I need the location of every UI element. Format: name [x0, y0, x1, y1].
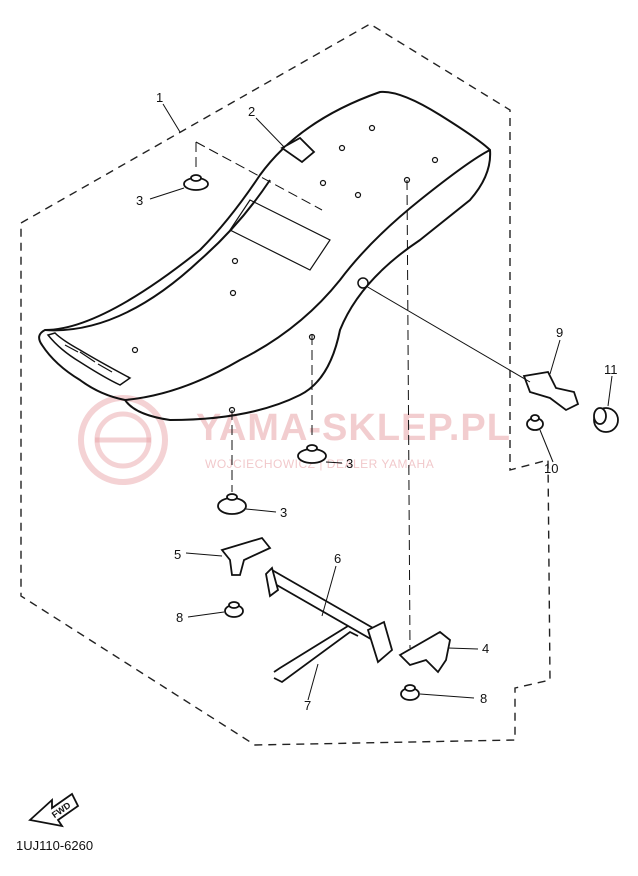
callout-damper-mid: 3	[346, 456, 353, 471]
callout-bolt-left: 8	[176, 610, 183, 625]
watermark-logo-outer	[78, 395, 168, 485]
bracket-left	[220, 536, 272, 576]
assembly-boundary	[20, 23, 551, 746]
damper-mid	[297, 444, 327, 464]
watermark-title: YAMA-SKLEP.PL	[196, 407, 511, 449]
bolt-left	[224, 601, 244, 618]
seat-tab	[280, 136, 316, 164]
seat-outline	[38, 90, 492, 422]
callout-cap: 11	[604, 362, 618, 377]
callout-rod: 6	[334, 551, 341, 566]
bolt-right	[400, 684, 420, 701]
callout-bolt-right: 8	[480, 691, 487, 706]
callout-bracket-right: 4	[482, 641, 489, 656]
seat-side-edge	[124, 149, 491, 401]
watermark-subtitle: WOJCIECHOWICZ | DEALER YAMAHA	[205, 457, 434, 471]
fwd-arrow-icon: FWD	[28, 792, 80, 828]
seat-grip	[46, 332, 132, 386]
callout-tab: 2	[248, 104, 255, 119]
seat-lock-hole	[357, 277, 369, 289]
callout-seat: 1	[156, 90, 163, 105]
callout-nut: 10	[544, 461, 558, 476]
diagram-code: 1UJ110-6260	[16, 838, 93, 853]
seat-top-edge	[44, 179, 271, 332]
bracket-right	[398, 630, 451, 674]
seat	[38, 90, 492, 422]
alignment-lines	[195, 141, 411, 649]
seat-panel	[229, 199, 331, 271]
damper-left	[183, 174, 209, 191]
lock-axis-line	[365, 285, 531, 383]
callout-damper-front: 3	[280, 505, 287, 520]
callout-cable: 7	[304, 698, 311, 713]
callout-bracket-left: 5	[174, 547, 181, 562]
callout-lock: 9	[556, 325, 563, 340]
callout-damper-left: 3	[136, 193, 143, 208]
seat-lock	[522, 371, 580, 412]
lock-cap	[593, 407, 619, 433]
lock-nut	[526, 414, 544, 431]
release-cable	[273, 625, 359, 684]
damper-front	[217, 493, 247, 515]
watermark: YAMA-SKLEP.PL WOJCIECHOWICZ | DEALER YAM…	[78, 395, 511, 485]
leader-lines	[149, 103, 613, 701]
